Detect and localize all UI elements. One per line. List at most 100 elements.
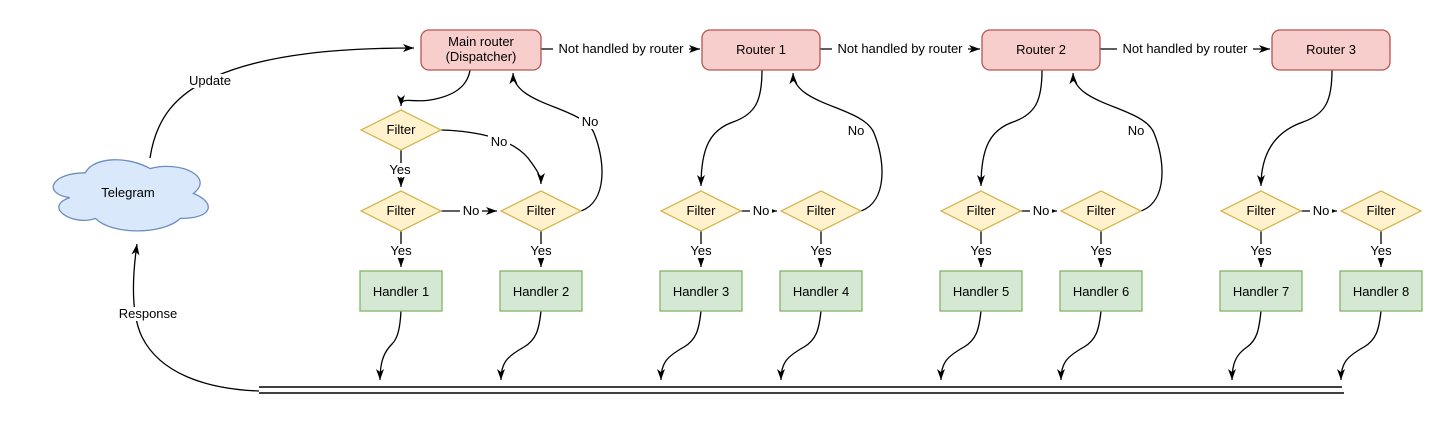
- no-label-bg: [1310, 204, 1332, 218]
- edge-router1-to-filter: [697, 69, 763, 187]
- not-handled-label-bg: [553, 42, 689, 56]
- yes-label: Yes: [1370, 243, 1392, 258]
- no-label-bg: [579, 115, 601, 129]
- yes-label: Yes: [389, 162, 411, 177]
- main-router-label-line1: Main router: [448, 34, 514, 49]
- no-label-bg: [488, 135, 510, 149]
- filter-diamond-main-right: [499, 190, 583, 232]
- edge-router3-to-filter: [1257, 69, 1333, 187]
- handler-6-label: Handler 6: [1073, 284, 1129, 299]
- not-handled-label-3: Not handled by router: [1122, 41, 1248, 56]
- no-label: No: [848, 123, 865, 138]
- filter-diamond-r3-left: [1219, 190, 1303, 232]
- node-router-3: [1271, 29, 1391, 71]
- filter-label: Filter: [1367, 203, 1397, 218]
- no-label: No: [753, 203, 770, 218]
- edge-handler4-drop: [777, 310, 822, 381]
- handler-1-label: Handler 1: [373, 284, 429, 299]
- yes-label: Yes: [530, 243, 552, 258]
- filter-diamond-r1-left: [659, 190, 743, 232]
- edge-main-to-filter: [397, 69, 471, 107]
- filter-label: Filter: [527, 203, 557, 218]
- no-label: No: [491, 134, 508, 149]
- response-label: Response: [119, 306, 178, 321]
- no-label: No: [1033, 203, 1050, 218]
- handler-3-label: Handler 3: [673, 284, 729, 299]
- router-2-label: Router 2: [1016, 42, 1066, 57]
- no-label-bg: [460, 204, 482, 218]
- filter-label: Filter: [1087, 203, 1117, 218]
- yes-label: Yes: [810, 243, 832, 258]
- edge-handler8-drop: [1337, 310, 1382, 381]
- filter-label: Filter: [387, 203, 417, 218]
- telegram-label: Telegram: [101, 185, 154, 200]
- edge-router1-return-no: [789, 72, 883, 212]
- filter-label: Filter: [1247, 203, 1277, 218]
- edge-response: [131, 243, 260, 392]
- update-label: Update: [189, 73, 231, 88]
- filter-diamond-r2-right: [1059, 190, 1143, 232]
- yes-label-bg: [1248, 244, 1274, 258]
- no-label: No: [1313, 203, 1330, 218]
- yes-label-bg: [387, 163, 413, 177]
- edge-main-return-no: [509, 72, 603, 212]
- yes-label-bg: [1368, 244, 1394, 258]
- update-label-bg: [184, 74, 236, 88]
- yes-label-bg: [968, 244, 994, 258]
- node-handler-6: [1059, 270, 1143, 312]
- node-handler-4: [779, 270, 863, 312]
- no-label: No: [463, 203, 480, 218]
- yes-label: Yes: [970, 243, 992, 258]
- yes-label: Yes: [1250, 243, 1272, 258]
- no-label: No: [582, 114, 599, 129]
- edge-handler7-drop: [1228, 310, 1262, 381]
- filter-diamond-main-top: [359, 109, 443, 151]
- yes-label-bg: [528, 244, 554, 258]
- filter-diamond-r1-right: [779, 190, 863, 232]
- main-router-label-line2: (Dispatcher): [446, 49, 517, 64]
- handler-7-label: Handler 7: [1233, 284, 1289, 299]
- not-handled-label-bg: [832, 42, 968, 56]
- filter-label: Filter: [967, 203, 997, 218]
- handler-5-label: Handler 5: [953, 284, 1009, 299]
- filter-diamond-r2-left: [939, 190, 1023, 232]
- edge-router2-to-filter: [977, 69, 1043, 187]
- handler-4-label: Handler 4: [793, 284, 849, 299]
- node-handler-5: [939, 270, 1023, 312]
- not-handled-label-1: Not handled by router: [558, 41, 684, 56]
- no-label-bg: [750, 204, 772, 218]
- node-handler-2: [499, 270, 583, 312]
- filter-diamond-main-left: [359, 190, 443, 232]
- filter-diamond-r3-right: [1339, 190, 1423, 232]
- node-router-2: [981, 29, 1101, 71]
- edges: [131, 44, 1385, 394]
- node-handler-8: [1339, 270, 1423, 312]
- router-3-label: Router 3: [1306, 42, 1356, 57]
- edge-handler6-drop: [1057, 310, 1102, 381]
- edge-handler5-drop: [937, 310, 982, 381]
- not-handled-label-bg: [1117, 42, 1253, 56]
- edge-topfilter-no: [440, 129, 545, 185]
- not-handled-label-2: Not handled by router: [837, 41, 963, 56]
- handler-2-label: Handler 2: [513, 284, 569, 299]
- no-label-bg: [1125, 124, 1147, 138]
- filter-label: Filter: [387, 122, 417, 137]
- no-label-bg: [1030, 204, 1052, 218]
- filter-label: Filter: [687, 203, 717, 218]
- yes-label: Yes: [1090, 243, 1112, 258]
- yes-label-bg: [388, 244, 414, 258]
- edge-handler3-drop: [657, 310, 702, 381]
- node-main-router: [420, 29, 542, 71]
- telegram-cloud-shape: [52, 159, 209, 232]
- yes-label-bg: [1088, 244, 1114, 258]
- yes-label-bg: [808, 244, 834, 258]
- yes-label: Yes: [690, 243, 712, 258]
- node-handler-3: [659, 270, 743, 312]
- no-label-bg: [845, 124, 867, 138]
- router-1-label: Router 1: [736, 42, 786, 57]
- nodes: Telegram Main router (Dispatcher) Router…: [52, 29, 1423, 312]
- edge-update: [149, 44, 415, 159]
- node-handler-1: [359, 270, 443, 312]
- edge-handler2-drop: [497, 310, 542, 381]
